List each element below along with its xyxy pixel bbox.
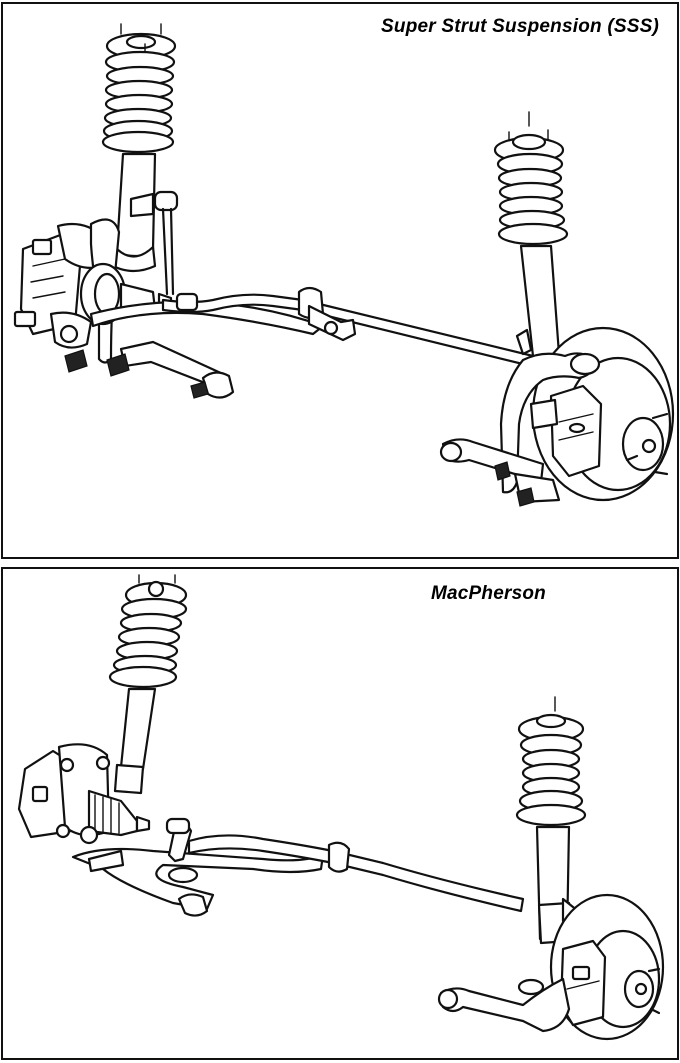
sss-suspension-drawing bbox=[13, 23, 675, 507]
stabilizer-bar bbox=[161, 286, 535, 368]
right-strut-assembly bbox=[493, 111, 569, 359]
right-brake-caliper bbox=[529, 384, 603, 478]
left-strut-assembly bbox=[108, 574, 188, 795]
panel-title-macpherson: MacPherson bbox=[431, 583, 546, 604]
left-lower-control-arm bbox=[71, 847, 325, 917]
sss-diagram-panel: Super Strut Suspension (SSS) bbox=[1, 2, 679, 559]
right-coil-spring bbox=[496, 152, 569, 246]
right-lower-control-arm bbox=[437, 977, 571, 1033]
drive-shaft-boot bbox=[79, 755, 151, 845]
right-steering-knuckle bbox=[499, 352, 601, 494]
macpherson-diagram-panel: MacPherson bbox=[1, 567, 679, 1060]
right-coil-spring bbox=[515, 733, 587, 827]
right-strut-assembly bbox=[515, 696, 587, 945]
macpherson-suspension-drawing bbox=[17, 574, 665, 1041]
right-brake-caliper bbox=[559, 939, 607, 1027]
left-coil-spring bbox=[101, 50, 176, 154]
left-coil-spring bbox=[108, 597, 188, 689]
left-strut-assembly bbox=[101, 23, 179, 296]
stabilizer-bar bbox=[165, 817, 525, 913]
panel-title-sss: Super Strut Suspension (SSS) bbox=[381, 16, 659, 37]
left-lower-control-arm bbox=[64, 300, 325, 399]
right-lower-control-arm bbox=[439, 438, 561, 507]
